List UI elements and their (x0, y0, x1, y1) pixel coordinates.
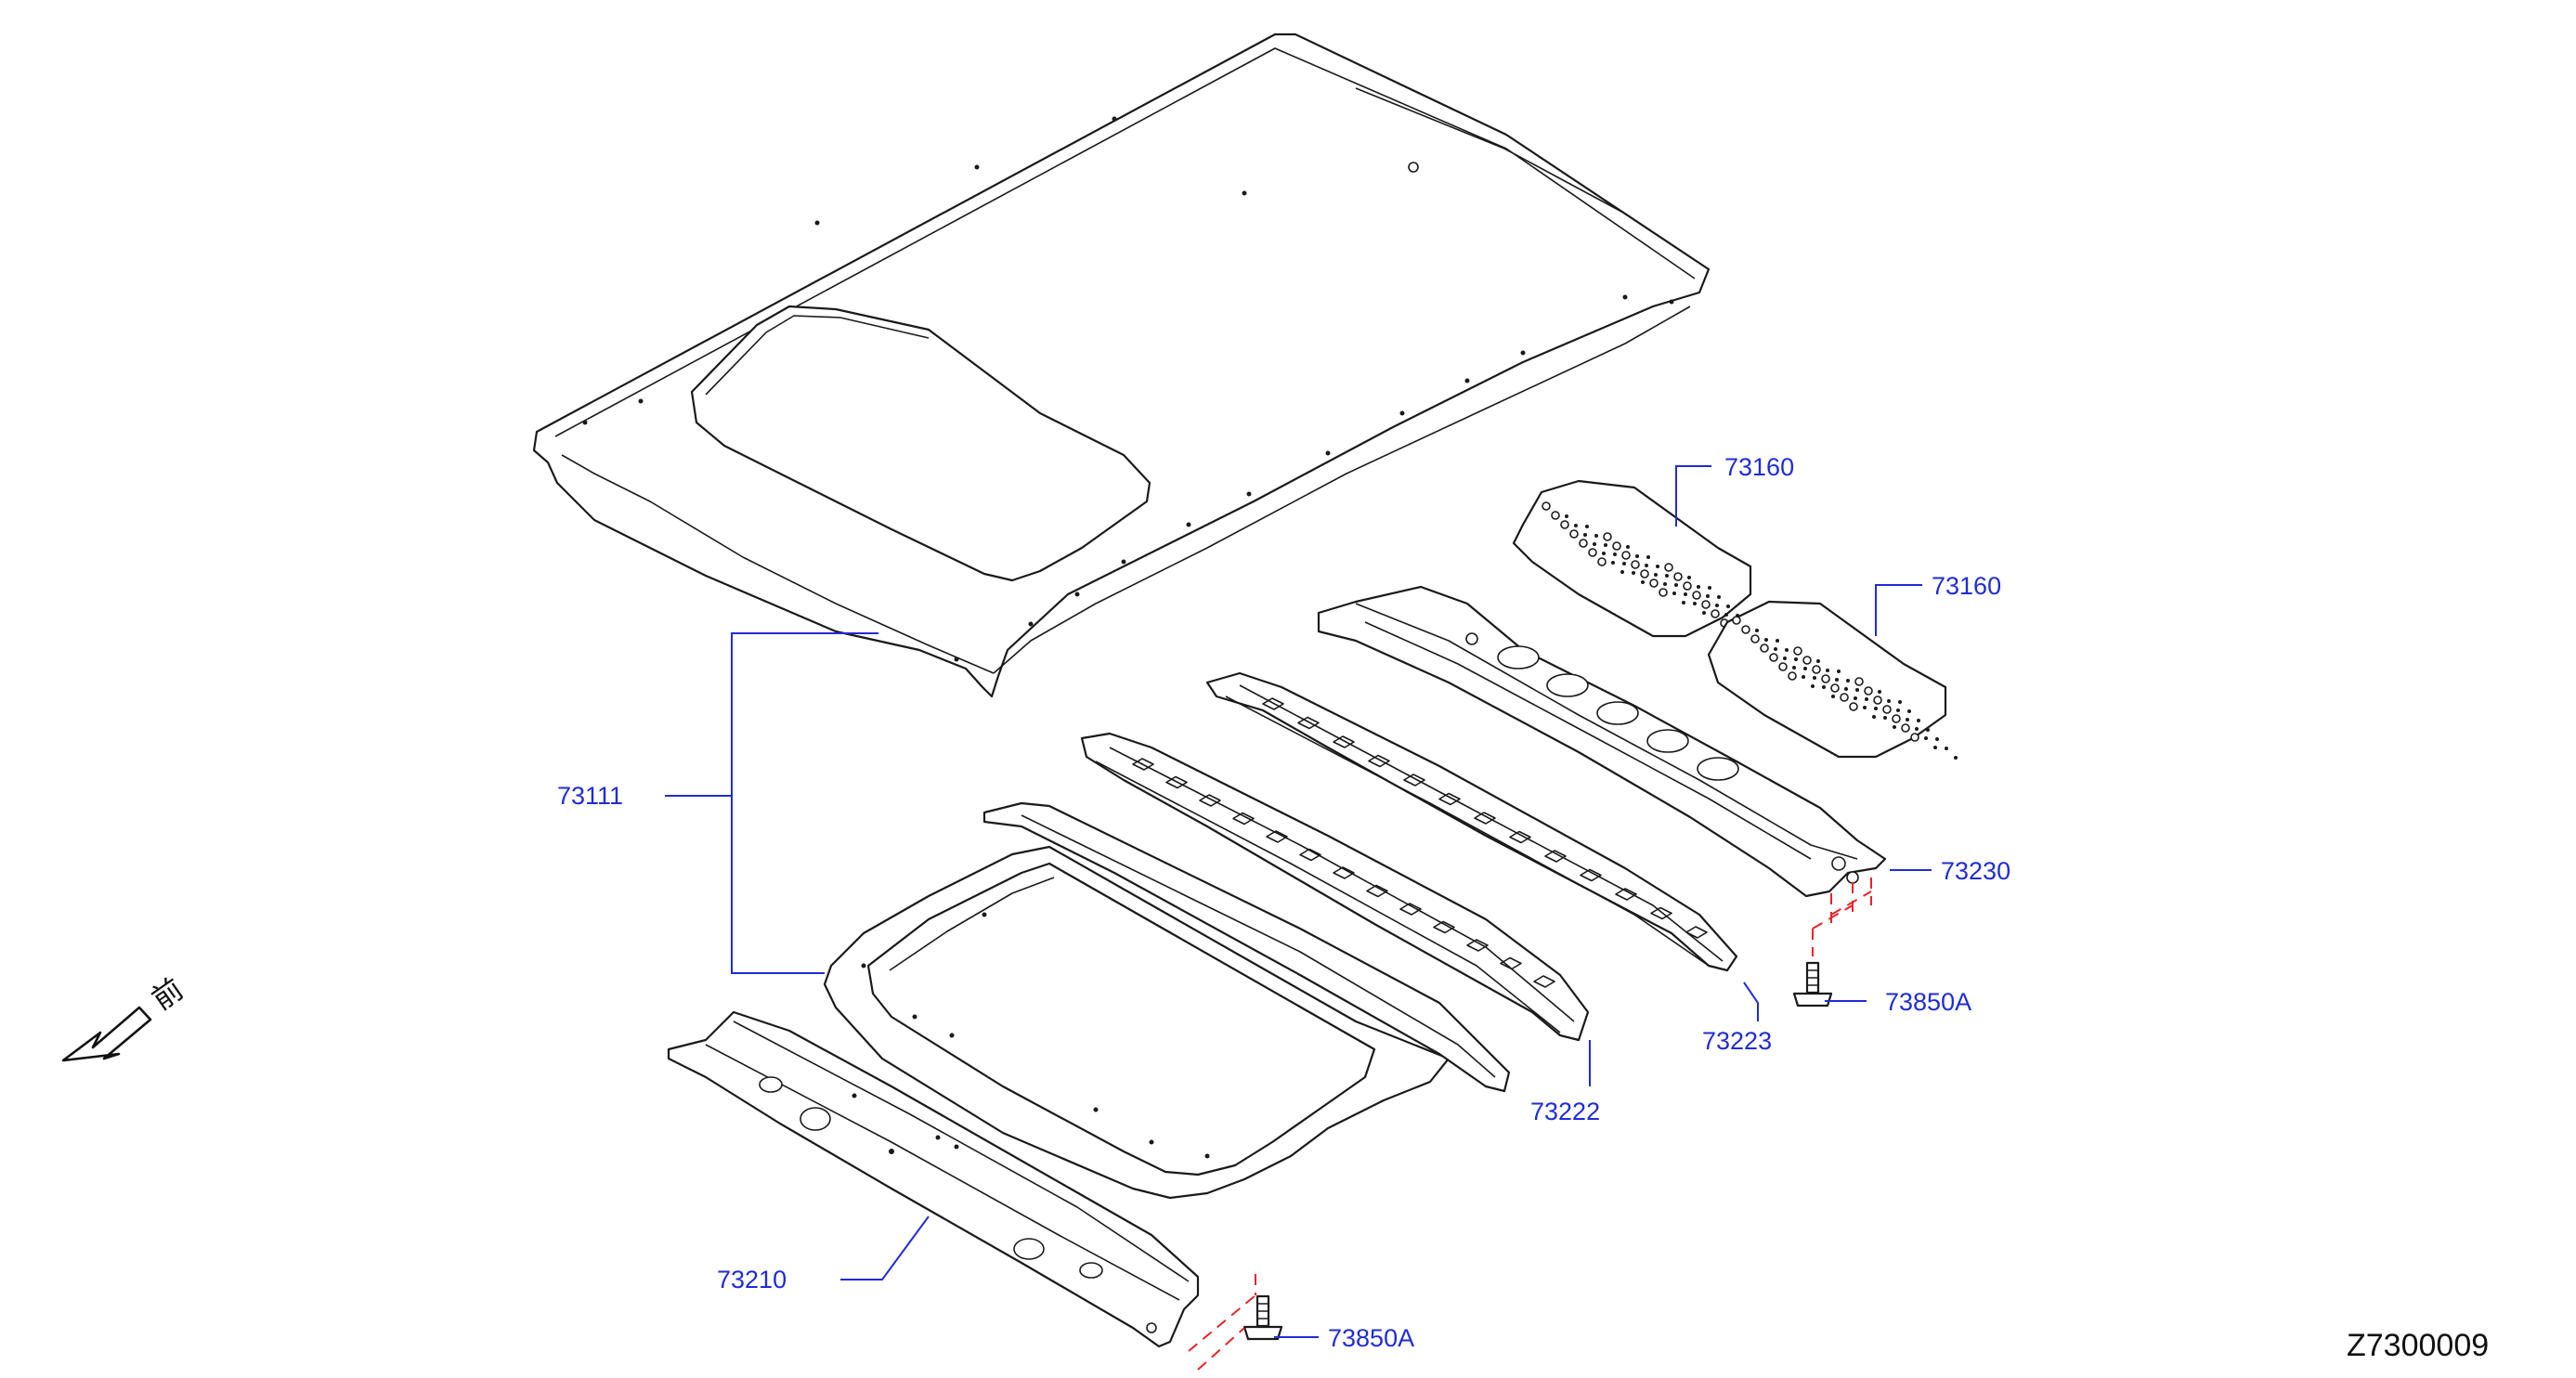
roof-panel (532, 32, 1711, 698)
rear-rail (1317, 585, 1887, 898)
callout-clip-rear: 73850A (1885, 988, 1971, 1016)
callout-rear-rail: 73230 (1941, 857, 2010, 885)
front-direction-label: 前 (145, 971, 189, 1017)
roof-bow-front (1080, 732, 1590, 1042)
roof-bow-rear (1205, 671, 1738, 972)
figure-id: Z7300009 (2347, 1328, 2489, 1363)
front-rail (667, 1010, 1200, 1348)
callout-clip-front: 73850A (1328, 1324, 1414, 1352)
assembly-guide-lines (1188, 878, 1872, 1371)
callout-bow-front: 73222 (1530, 1098, 1600, 1125)
callout-headlining-pad-upper: 73160 (1724, 453, 1794, 481)
clip-rear (1792, 961, 1833, 1008)
headlining-pad-lower (1707, 600, 1958, 760)
callout-front-rail: 73210 (717, 1266, 787, 1294)
sunroof-frame (823, 801, 1511, 1200)
headlining-pad-upper (1512, 479, 1767, 645)
front-direction-arrow-icon (61, 1006, 152, 1062)
leader-lines (665, 465, 1932, 1338)
callout-roof-panel: 73111 (557, 782, 623, 810)
clip-front (1242, 1294, 1283, 1341)
callout-bow-rear: 73223 (1702, 1027, 1772, 1055)
callout-headlining-pad-lower: 73160 (1932, 572, 2001, 600)
